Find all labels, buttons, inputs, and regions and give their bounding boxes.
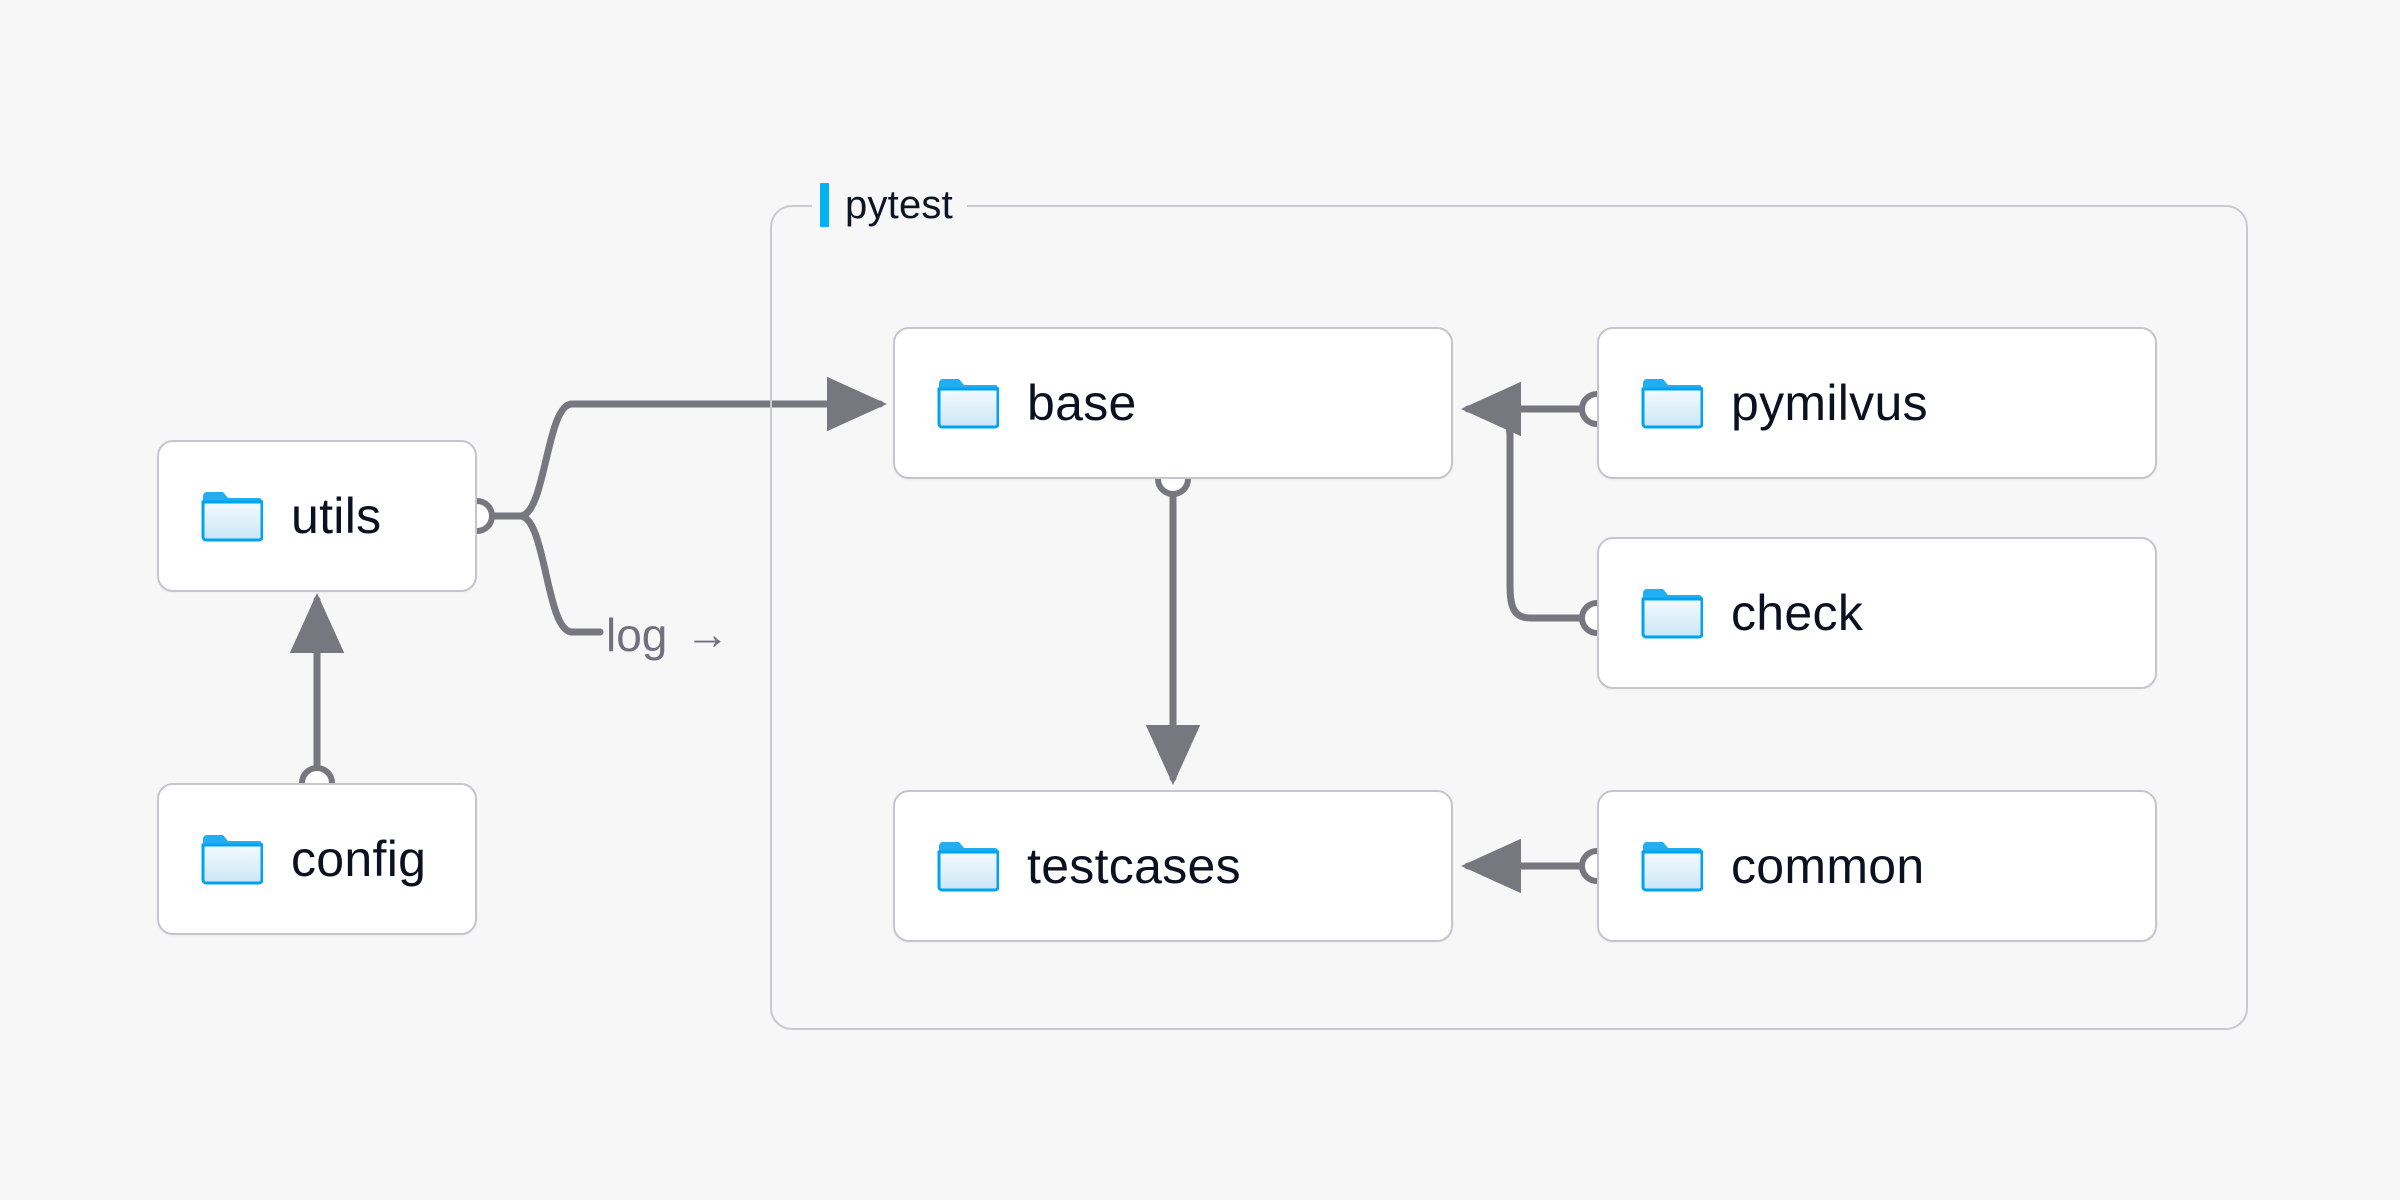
node-base[interactable]: base — [893, 327, 1453, 479]
node-label: check — [1731, 585, 1864, 641]
edge-utils-to-log — [516, 512, 604, 636]
folder-icon — [1641, 840, 1703, 892]
folder-icon — [1641, 377, 1703, 429]
node-config[interactable]: config — [157, 783, 477, 935]
node-check[interactable]: check — [1597, 537, 2157, 689]
folder-icon — [1641, 587, 1703, 639]
folder-icon — [937, 840, 999, 892]
node-label: config — [291, 831, 427, 887]
group-pytest-label: pytest — [812, 178, 967, 232]
folder-icon — [201, 833, 263, 885]
node-label: base — [1027, 375, 1137, 431]
node-pymilvus[interactable]: pymilvus — [1597, 327, 2157, 479]
group-accent-bar — [820, 183, 829, 227]
edge-label-log-text: log — [606, 609, 668, 661]
group-pytest[interactable] — [770, 205, 2248, 1030]
node-testcases[interactable]: testcases — [893, 790, 1453, 942]
arrow-right-icon: → — [685, 610, 730, 659]
node-label: common — [1731, 838, 1925, 894]
node-label: utils — [291, 488, 382, 544]
node-label: testcases — [1027, 838, 1241, 894]
node-label: pymilvus — [1731, 375, 1928, 431]
node-common[interactable]: common — [1597, 790, 2157, 942]
edge-label-log: log → — [606, 608, 729, 662]
folder-icon — [201, 490, 263, 542]
node-utils[interactable]: utils — [157, 440, 477, 592]
group-label-text: pytest — [845, 182, 953, 227]
folder-icon — [937, 377, 999, 429]
